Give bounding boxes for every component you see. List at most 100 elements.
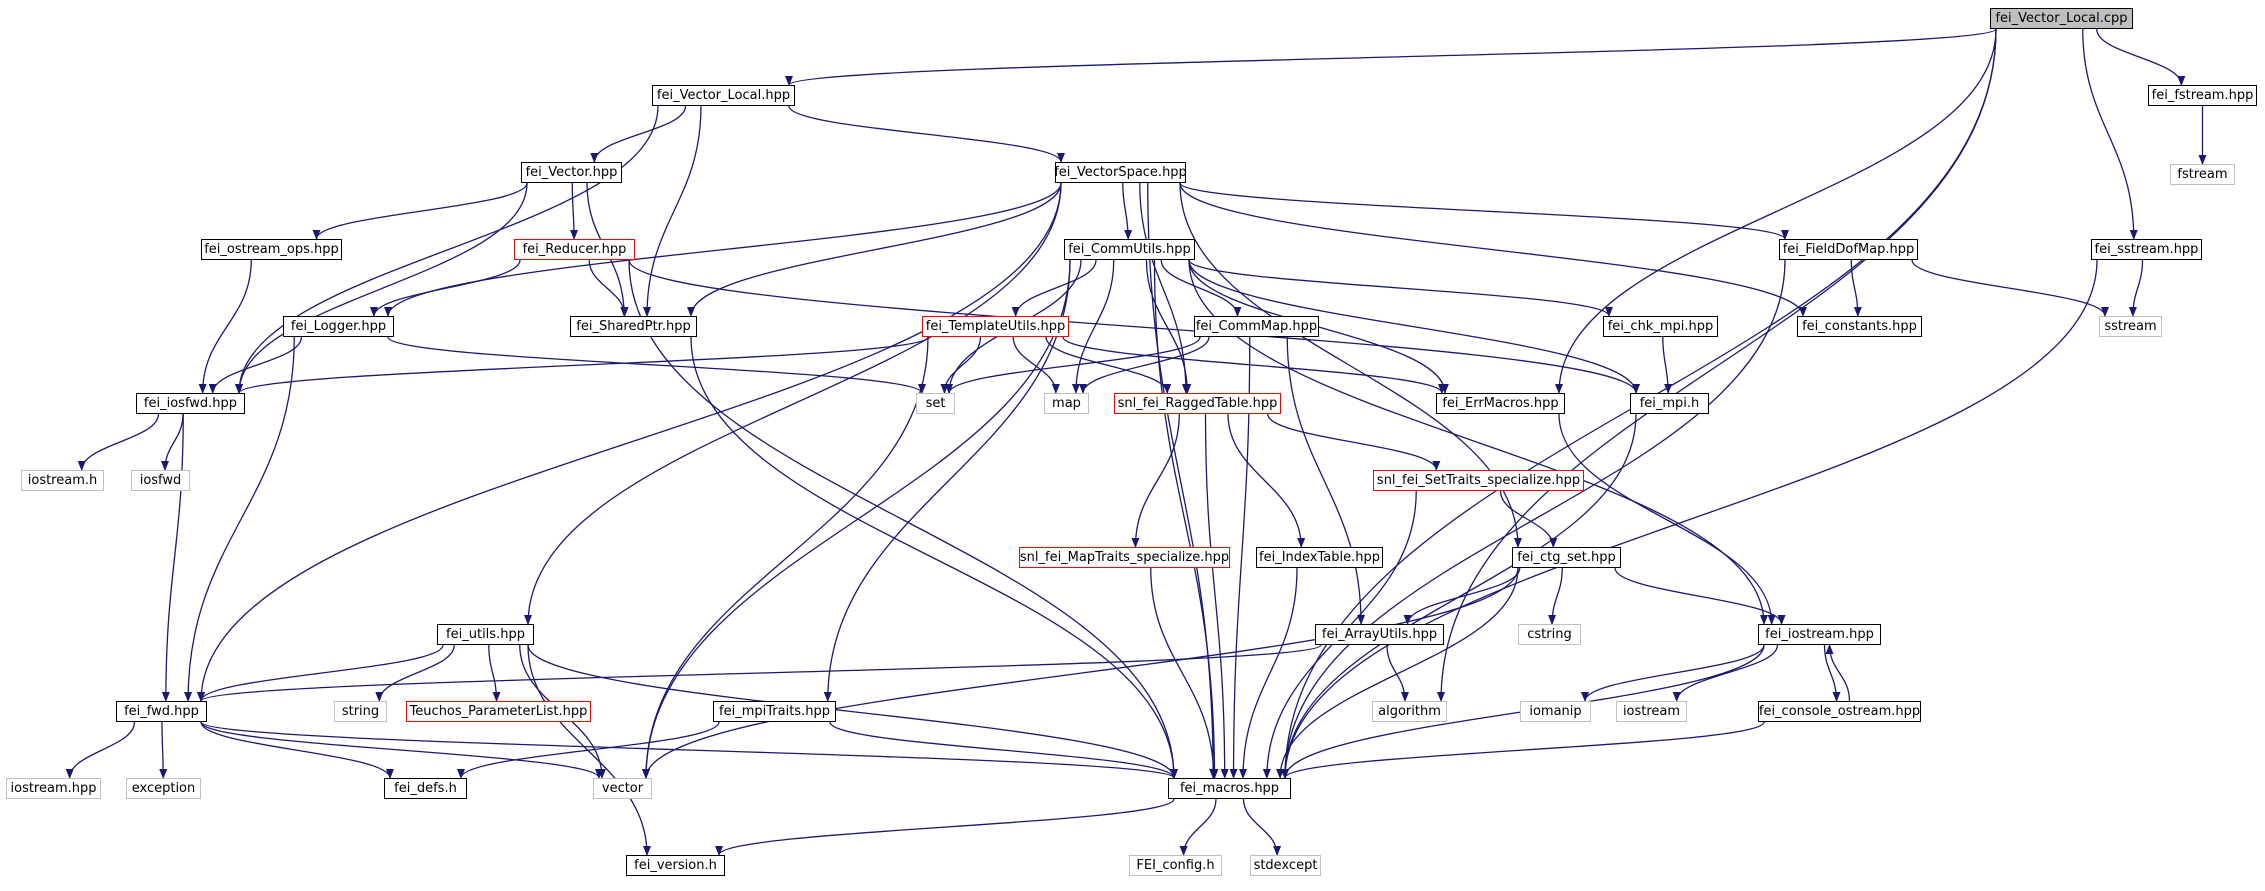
node-fei-macros-hpp[interactable]: fei_macros.hpp (1168, 778, 1291, 799)
edge-snl-fei-maptraits-specialize-hpp-to-fei-macros-hpp (1150, 567, 1218, 779)
node-fei-ostream-ops-hpp[interactable]: fei_ostream_ops.hpp (201, 239, 342, 260)
edge-fei-sstream-hpp-to-fei-macros-hpp (1281, 259, 2098, 779)
node-label: fei_ctg_set.hpp (1517, 550, 1616, 565)
edge-fei-chk-mpi-hpp-to-fei-mpi-h (1662, 336, 1673, 394)
dependency-edges (65, 28, 2207, 856)
node-fei-version-h[interactable]: fei_version.h (626, 855, 725, 876)
node-label: snl_fei_MapTraits_specialize.hpp (1019, 550, 1230, 565)
node-label: cstring (1527, 627, 1572, 642)
edge-fei-iosfwd-hpp-to-iosfwd (161, 413, 184, 471)
node-fei-fielddofmap-hpp[interactable]: fei_FieldDofMap.hpp (1779, 239, 1918, 260)
edge-fei-fielddofmap-hpp-to-fei-constants-hpp (1850, 259, 1862, 317)
node-label: fei_fwd.hpp (124, 704, 199, 719)
edge-fei-logger-hpp-to-fei-iosfwd-hpp (208, 336, 303, 394)
node-stdexcept: stdexcept (1250, 855, 1321, 876)
edge-fei-templateutils-hpp-to-map (1012, 336, 1060, 394)
node-snl-fei-raggedtable-hpp[interactable]: snl_fei_RaggedTable.hpp (1114, 393, 1281, 414)
node-label: fei_SharedPtr.hpp (576, 319, 691, 334)
node-fei-sstream-hpp[interactable]: fei_sstream.hpp (2091, 239, 2202, 260)
node-label: FEI_config.h (1136, 858, 1215, 873)
node-fei-vector-local-hpp[interactable]: fei_Vector_Local.hpp (652, 85, 795, 106)
edge-fei-templateutils-hpp-to-snl-fei-raggedtable-hpp (1045, 336, 1172, 394)
edge-snl-fei-settraits-specialize-hpp-to-fei-ctg-set-hpp (1499, 490, 1558, 548)
node-fei-vector-local-cpp[interactable]: fei_Vector_Local.cpp (1990, 8, 2133, 29)
node-label: fei_iostream.hpp (1765, 627, 1874, 642)
edge-fei-vectorspace-hpp-to-fei-sharedptr-hpp (687, 182, 1062, 317)
edge-fei-fwd-hpp-to-exception (159, 721, 168, 779)
edge-fei-templateutils-hpp-to-fei-errmacros-hpp (1062, 336, 1446, 394)
node-label: vector (601, 781, 644, 796)
node-label: fei_Vector_Local.cpp (1995, 11, 2128, 26)
node-fei-mpitraits-hpp[interactable]: fei_mpiTraits.hpp (713, 701, 836, 722)
node-fei-vector-hpp[interactable]: fei_Vector.hpp (521, 162, 622, 183)
node-label: fei_Reducer.hpp (522, 242, 627, 257)
node-fei-logger-hpp[interactable]: fei_Logger.hpp (283, 316, 394, 337)
node-snl-fei-maptraits-specialize-hpp[interactable]: snl_fei_MapTraits_specialize.hpp (1019, 547, 1230, 568)
edge-fei-vector-hpp-to-fei-iosfwd-hpp (235, 182, 528, 394)
edge-fei-macros-hpp-to-fei-version-h (715, 798, 1175, 856)
edge-fei-commmap-hpp-to-fei-arrayutils-hpp (1286, 336, 1366, 625)
edge-fei-mpi-h-to-fei-macros-hpp (1281, 413, 1637, 779)
edge-fei-console-ostream-hpp-to-fei-iostream-hpp (1825, 644, 1851, 702)
edge-fei-vector-hpp-to-fei-ostream-ops-hpp (312, 182, 528, 240)
node-label: set (925, 396, 946, 411)
node-label: fei_fstream.hpp (2151, 88, 2254, 103)
edge-fei-mpitraits-hpp-to-fei-macros-hpp (829, 721, 1178, 779)
node-label: fei_iosfwd.hpp (143, 396, 238, 411)
edge-fei-iostream-hpp-to-fei-console-ostream-hpp (1823, 644, 1841, 702)
node-label: fei_macros.hpp (1179, 781, 1280, 796)
edge-fei-templateutils-hpp-to-fei-iosfwd-hpp (235, 336, 929, 394)
node-label: iosfwd (139, 473, 182, 488)
node-fei-console-ostream-hpp[interactable]: fei_console_ostream.hpp (1758, 701, 1921, 722)
node-fei-fstream-hpp[interactable]: fei_fstream.hpp (2148, 85, 2257, 106)
node-fei-errmacros-hpp[interactable]: fei_ErrMacros.hpp (1436, 393, 1565, 414)
node-fei-iosfwd-hpp[interactable]: fei_iosfwd.hpp (136, 393, 245, 414)
node-fei-commmap-hpp[interactable]: fei_CommMap.hpp (1194, 316, 1319, 337)
edge-fei-vector-hpp-to-fei-reducer-hpp (570, 182, 579, 240)
node-sstream: sstream (2099, 316, 2162, 337)
node-label: algorithm (1378, 704, 1441, 719)
edge-fei-templateutils-hpp-to-vector (642, 336, 929, 779)
node-fei-templateutils-hpp[interactable]: fei_TemplateUtils.hpp (922, 316, 1069, 337)
node-iomanip: iomanip (1520, 701, 1591, 722)
node-fei-constants-hpp[interactable]: fei_constants.hpp (1797, 316, 1922, 337)
node-fei-chk-mpi-hpp[interactable]: fei_chk_mpi.hpp (1603, 316, 1718, 337)
edge-fei-errmacros-hpp-to-fei-iostream-hpp (1558, 413, 1776, 625)
node-fei-fwd-hpp[interactable]: fei_fwd.hpp (116, 701, 207, 722)
node-teuchos-parameterlist-hpp[interactable]: Teuchos_ParameterList.hpp (406, 701, 591, 722)
edge-fei-vectorspace-hpp-to-snl-fei-raggedtable-hpp (1139, 182, 1190, 394)
edge-snl-fei-raggedtable-hpp-to-snl-fei-maptraits-specialize-hpp (1131, 413, 1180, 548)
node-label: stdexcept (1253, 858, 1318, 873)
node-fei-ctg-set-hpp[interactable]: fei_ctg_set.hpp (1512, 547, 1621, 568)
node-fei-commutils-hpp[interactable]: fei_CommUtils.hpp (1064, 239, 1195, 260)
node-snl-fei-settraits-specialize-hpp[interactable]: snl_fei_SetTraits_specialize.hpp (1373, 470, 1584, 491)
node-fei-defs-h[interactable]: fei_defs.h (384, 778, 467, 799)
edge-fei-iosfwd-hpp-to-fei-fwd-hpp (161, 413, 184, 702)
edge-fei-vector-local-cpp-to-fei-fstream-hpp (2096, 28, 2186, 86)
edge-fei-commutils-hpp-to-fei-chk-mpi-hpp (1188, 259, 1613, 317)
edge-fei-commutils-hpp-to-map (1071, 259, 1115, 394)
node-fei-arrayutils-hpp[interactable]: fei_ArrayUtils.hpp (1315, 624, 1444, 645)
edge-fei-vectorspace-hpp-to-fei-fwd-hpp (197, 182, 1062, 702)
node-label: fei_ErrMacros.hpp (1442, 396, 1559, 411)
edge-fei-utils-hpp-to-fei-fwd-hpp (197, 644, 444, 702)
node-fei-vectorspace-hpp[interactable]: fei_VectorSpace.hpp (1054, 162, 1187, 183)
node-fei-iostream-hpp[interactable]: fei_iostream.hpp (1758, 624, 1881, 645)
edge-fei-arrayutils-hpp-to-algorithm (1386, 644, 1409, 702)
edge-fei-vector-local-cpp-to-fei-sstream-hpp (2082, 28, 2138, 240)
node-label: fei_Logger.hpp (290, 319, 387, 334)
edge-fei-ctg-set-hpp-to-cstring (1548, 567, 1563, 625)
edge-fei-iostream-hpp-to-iostream (1672, 644, 1779, 702)
node-label: snl_fei_RaggedTable.hpp (1117, 396, 1278, 411)
node-label: fei_console_ostream.hpp (1758, 704, 1921, 719)
node-fei-sharedptr-hpp[interactable]: fei_SharedPtr.hpp (570, 316, 697, 337)
node-fei-reducer-hpp[interactable]: fei_Reducer.hpp (514, 239, 635, 260)
edge-fei-indextable-hpp-to-fei-macros-hpp (1239, 567, 1298, 779)
edge-fei-vectorspace-hpp-to-fei-utils-hpp (524, 182, 1062, 625)
node-fei-utils-hpp[interactable]: fei_utils.hpp (437, 624, 534, 645)
node-label: fei_IndexTable.hpp (1259, 550, 1380, 565)
node-fei-mpi-h[interactable]: fei_mpi.h (1630, 393, 1709, 414)
edge-fei-commmap-hpp-to-set (945, 336, 1201, 394)
edge-fei-commutils-hpp-to-fei-macros-hpp (1153, 259, 1219, 779)
node-fei-indextable-hpp[interactable]: fei_IndexTable.hpp (1256, 547, 1383, 568)
